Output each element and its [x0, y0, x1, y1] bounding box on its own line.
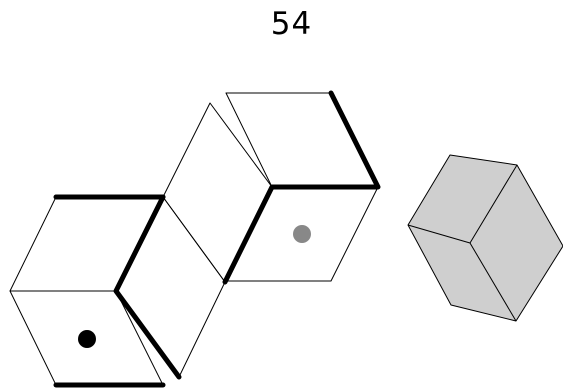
thick-edge-zigzag-left — [113, 194, 182, 380]
black-dot-marker — [78, 330, 96, 348]
net-thick-edges — [53, 90, 381, 388]
net-face-central — [162, 102, 273, 283]
cube-net — [9, 92, 379, 386]
gray-dot-marker — [293, 225, 311, 243]
page-number: 54 — [270, 6, 313, 42]
cube-outline — [407, 154, 563, 322]
thick-edge-zigzag-right — [222, 90, 381, 285]
assembled-cube — [407, 154, 563, 322]
cube-inner-edge-lower — [469, 242, 517, 322]
net-face-middle — [115, 196, 226, 378]
